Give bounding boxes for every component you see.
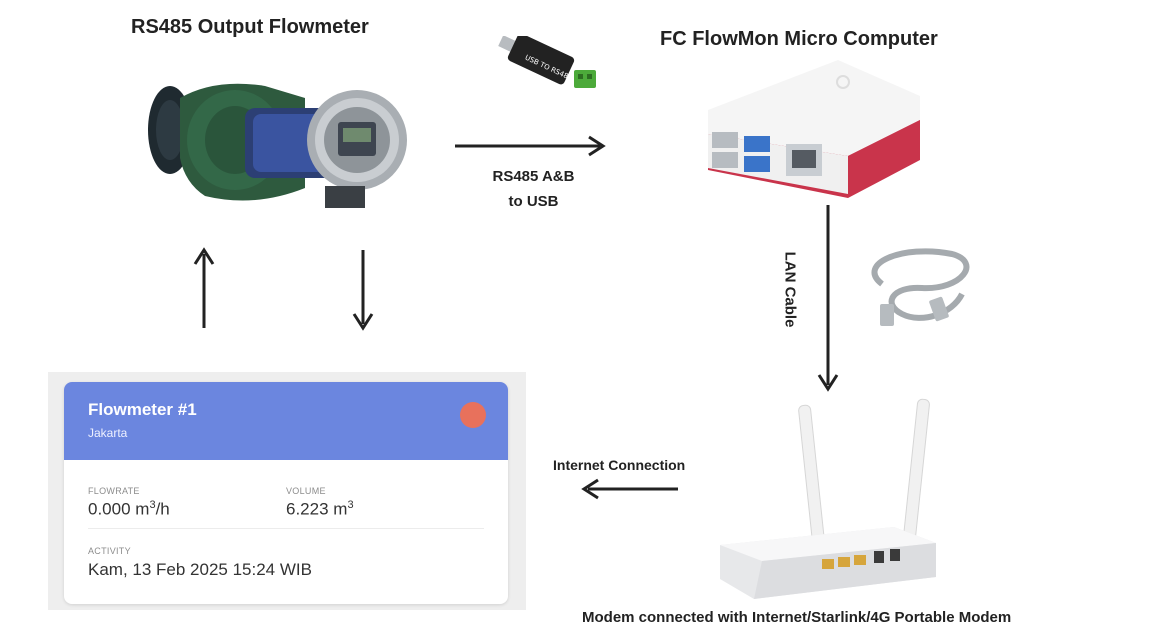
flowmeter-image (148, 83, 407, 208)
activity-value: Kam, 13 Feb 2025 15:24 WIB (88, 560, 312, 579)
computer-title: FC FlowMon Micro Computer (660, 28, 938, 50)
volume-label: VOLUME (286, 486, 326, 496)
internet-connection-label: Internet Connection (553, 457, 686, 473)
card-divider (88, 528, 484, 529)
flowrate-label: FLOWRATE (88, 486, 140, 496)
rs485-label-line1: RS485 A&B (492, 168, 575, 185)
volume-value: 6.223 m3 (286, 499, 354, 519)
activity-label: ACTIVITY (88, 546, 131, 556)
modem-image (720, 398, 936, 599)
usb-rs485-adapter-image: USB TO RS485 (498, 36, 596, 88)
lan-cable-image (871, 248, 970, 326)
flowmeter-card[interactable]: Flowmeter #1 Jakarta FLOWRATE 0.000 m3/h… (64, 382, 508, 604)
rs485-label-line2: to USB (508, 193, 559, 210)
card-title: Flowmeter #1 (88, 400, 197, 419)
lan-cable-label: LAN Cable (781, 251, 799, 328)
card-header: Flowmeter #1 Jakarta (64, 382, 508, 460)
rs485-arrow (455, 135, 606, 157)
card-location: Jakarta (88, 426, 128, 440)
downward-arrow (352, 250, 374, 331)
upward-arrow (193, 247, 215, 328)
internet-arrow (581, 478, 678, 500)
flowmeter-title: RS485 Output Flowmeter (131, 16, 369, 38)
modem-caption: Modem connected with Internet/Starlink/4… (582, 609, 1012, 626)
lan-arrow (817, 205, 839, 392)
rs485-label: RS485 A&B to USB (476, 164, 591, 214)
micro-computer-image (708, 60, 920, 198)
status-indicator-dot (460, 402, 486, 428)
flowrate-value: 0.000 m3/h (88, 499, 170, 519)
